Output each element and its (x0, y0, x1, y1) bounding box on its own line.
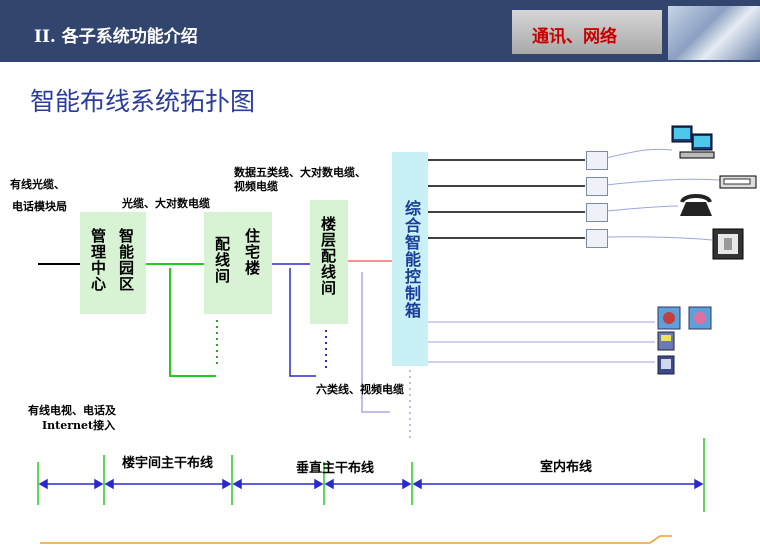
outlet-3 (586, 203, 608, 222)
data-label-2: 视频电缆 (234, 180, 278, 193)
printer-icon (719, 175, 757, 189)
fiber-label: 光缆、大对数电缆 (122, 197, 210, 210)
link-intercom (605, 236, 713, 241)
intercom-icon (712, 228, 744, 260)
outlet-2 (586, 177, 608, 196)
mgmt-center-box: 智能园区 管理中心 (80, 212, 146, 314)
page-title: 智能布线系统拓扑图 (30, 87, 256, 116)
bldg-col1-text: 配线间 (213, 236, 231, 284)
sensor-icon (657, 306, 681, 330)
floor-box: 楼层配线间 (310, 200, 348, 324)
mgmt-col2-text: 智能园区 (117, 228, 135, 292)
outlet-1 (586, 151, 608, 170)
segment-vertical: 垂直主干布线 (296, 461, 375, 476)
mgmt-col1-text: 管理中心 (89, 228, 107, 292)
meter-icon (657, 331, 675, 351)
floor-text: 楼层配线间 (319, 216, 337, 296)
link-computer (605, 148, 673, 159)
video-line (361, 272, 390, 413)
data-label-1: 数据五类线、大对数电缆、 (234, 166, 366, 179)
building-box: 住宅楼 配线间 (204, 212, 272, 314)
bottom-accent-line (40, 535, 672, 544)
control-text: 综合智能控制箱 (402, 200, 421, 319)
source-label-2: 电话模块局 (12, 200, 67, 213)
link-printer (605, 178, 721, 186)
computer-icon (671, 125, 715, 159)
catv-label-1: 有线电视、电话及 (28, 404, 116, 417)
segment-inter-building: 楼宇间主干布线 (122, 456, 214, 471)
section-title: II. 各子系统功能介绍 (34, 27, 198, 47)
outlet-4 (586, 229, 608, 248)
bldg-col2-text: 住宅楼 (243, 228, 261, 276)
segment-indoor: 室内布线 (540, 460, 593, 475)
cat6-label: 六类线、视频电缆 (316, 383, 404, 396)
section-tab-label: 通讯、网络 (532, 27, 617, 47)
link-phone (605, 205, 679, 212)
telephone-icon (680, 194, 712, 216)
segment-arrows (38, 478, 704, 490)
catv-label-2: Internet接入 (42, 419, 116, 432)
source-label-1: 有线光缆、 (10, 178, 65, 191)
alarm-icon (688, 306, 712, 330)
section-tab[interactable] (512, 10, 662, 54)
control-box: 综合智能控制箱 (392, 152, 428, 366)
header-decoration (668, 6, 760, 60)
reader-icon (657, 355, 675, 375)
fiber-line-branch (169, 268, 216, 377)
cat-line-branch (289, 268, 316, 377)
